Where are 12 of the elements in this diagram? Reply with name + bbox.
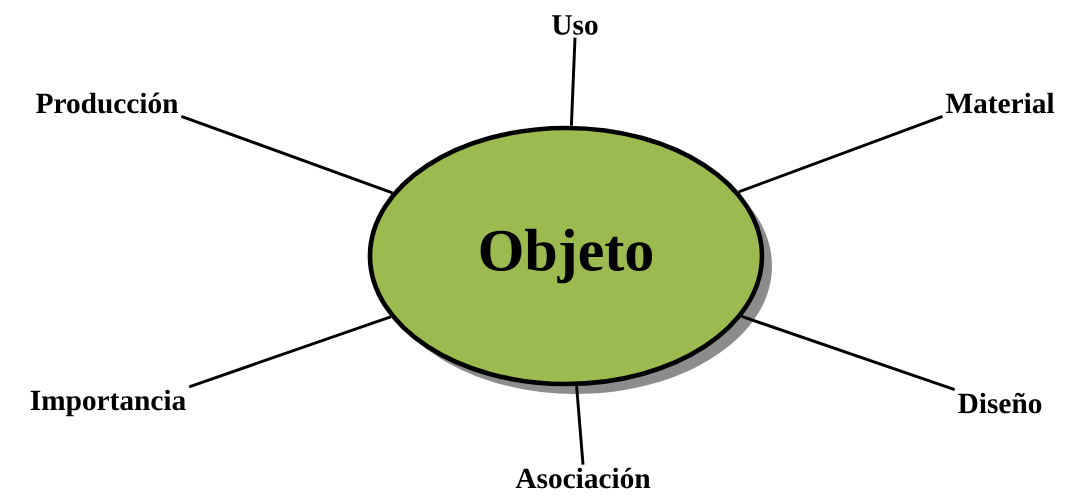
connector-line xyxy=(569,37,577,126)
topic-label: Uso xyxy=(552,15,598,35)
connector-line xyxy=(738,114,944,194)
topic-label: Diseño xyxy=(958,392,1042,414)
topic-label: Producción xyxy=(36,92,178,114)
connector-line xyxy=(741,315,956,392)
topic-label: Importancia xyxy=(30,389,186,417)
connector-line xyxy=(188,315,392,389)
connector-line xyxy=(575,386,585,465)
connector-line xyxy=(180,114,393,195)
topic-label: Material xyxy=(945,92,1055,114)
topic-label: Asociación xyxy=(515,467,651,489)
